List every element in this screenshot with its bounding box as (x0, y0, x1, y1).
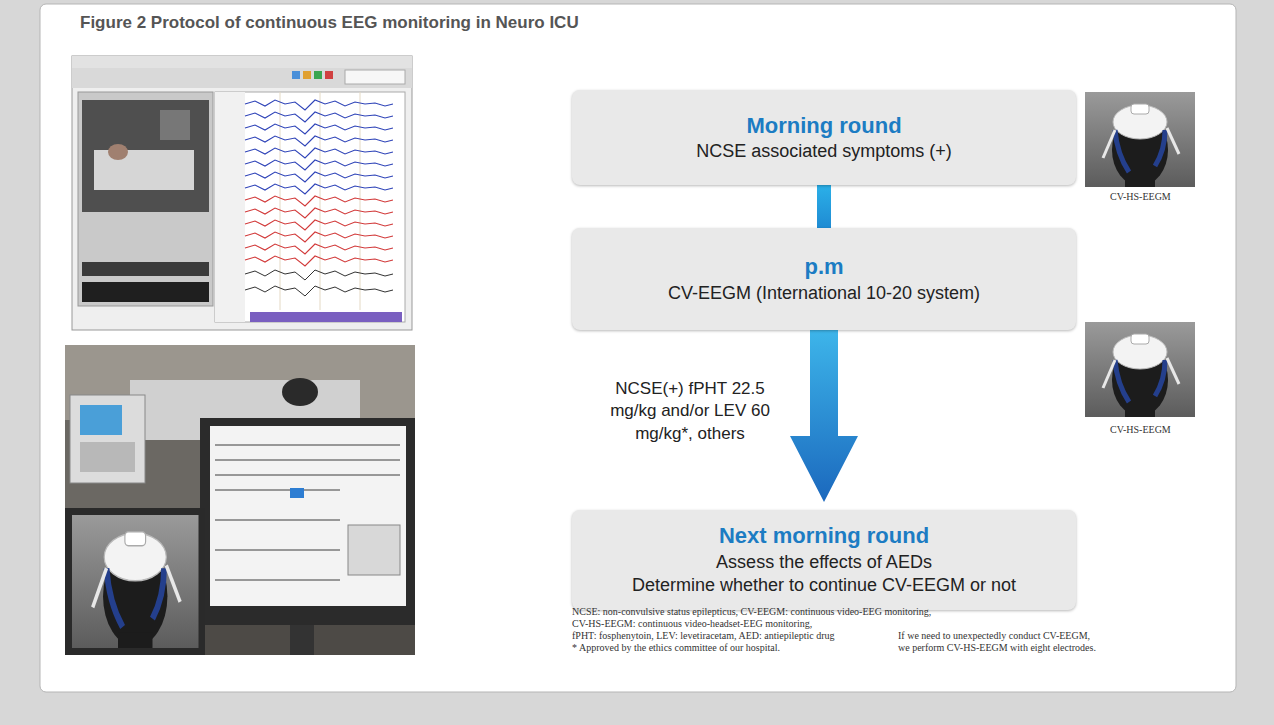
eeg-screenshot-part-part (245, 124, 393, 134)
eeg-screenshot-part-part (245, 286, 393, 296)
icu-photo-part-part (215, 550, 340, 551)
eeg-screenshot-part (345, 70, 405, 84)
eeg-screenshot-part-part (245, 232, 393, 242)
box-heading: Next morning round (719, 522, 929, 551)
headset-photo (1085, 92, 1195, 187)
eeg-screenshot-part (303, 71, 311, 79)
icu-photo-part-part (215, 460, 400, 461)
eeg-screenshot-part (245, 270, 393, 296)
box-content: Next morning roundAssess the effects of … (572, 510, 1076, 610)
panel (40, 4, 1236, 692)
eeg-screenshot-part-part (245, 136, 393, 146)
eeg-screenshot-part (215, 92, 245, 322)
eeg-screenshot-part-part (280, 92, 281, 310)
box-content: Morning roundNCSE associated symptoms (+… (572, 90, 1076, 185)
box-text: CV-EEGM (International 10-20 system) (668, 282, 980, 305)
box-heading: p.m (804, 253, 843, 282)
eeg-screenshot-part-part (245, 112, 393, 122)
figure-title: Figure 2 Protocol of continuous EEG moni… (80, 13, 579, 33)
eeg-screenshot-part (82, 282, 209, 302)
edge-label: NCSE(+) fPHT 22.5 mg/kg and/or LEV 60 mg… (600, 378, 780, 445)
image-caption: CV-HS-EEGM (1110, 191, 1171, 202)
icu-photo-part-part (215, 475, 400, 476)
box-text: Determine whether to continue CV-EEGM or… (632, 574, 1016, 597)
process-box: p.mCV-EEGM (International 10-20 system) (572, 228, 1076, 330)
footnote: CV-HS-EEGM: continuous video-headset-EEG… (572, 618, 812, 629)
eeg-screenshot-part-part (245, 196, 393, 206)
eeg-screenshot-part (72, 56, 412, 330)
eeg-screenshot-part-part (245, 172, 393, 182)
icu-photo-part (200, 418, 415, 625)
icu-photo-part (80, 442, 135, 472)
eeg-screenshot-part (82, 100, 209, 212)
process-box: Next morning roundAssess the effects of … (572, 510, 1076, 610)
icu-photo-part (65, 345, 415, 655)
eeg-screenshot-part-part (320, 92, 321, 310)
eeg-screenshot (72, 56, 412, 330)
box-text: NCSE associated symptoms (+) (696, 140, 952, 163)
eeg-screenshot-part (250, 312, 402, 322)
icu-photo (65, 345, 415, 655)
eeg-screenshot-part-part (360, 92, 361, 310)
icu-photo-part (65, 508, 205, 655)
eeg-screenshot-part (82, 262, 209, 276)
footnote: fPHT: fosphenytoin, LEV: levetiracetam, … (572, 630, 835, 641)
eeg-screenshot-part-part (245, 208, 393, 218)
flow-arrow (790, 330, 858, 502)
box-heading: Morning round (746, 112, 901, 141)
eeg-screenshot-part-part (245, 160, 393, 170)
eeg-screenshot-part (215, 92, 405, 322)
eeg-screenshot-part-part (245, 220, 393, 230)
connector-bar (817, 185, 831, 228)
icu-photo-part-part (215, 520, 340, 521)
eeg-screenshot-part (72, 56, 412, 68)
icu-photo-part-part (215, 490, 340, 491)
icu-photo-part (282, 378, 318, 406)
footnote: If we need to unexpectedly conduct CV-EE… (898, 630, 1090, 641)
icu-photo-part (290, 488, 304, 498)
eeg-screenshot-part (94, 150, 194, 190)
process-box: Morning roundNCSE associated symptoms (+… (572, 90, 1076, 185)
eeg-screenshot-part (78, 92, 213, 306)
headset-photo (1085, 322, 1195, 417)
icu-photo-part (215, 445, 400, 580)
footnote: * Approved by the ethics committee of ou… (572, 642, 780, 653)
eeg-screenshot-part-part (245, 244, 393, 254)
eeg-screenshot-part (160, 110, 190, 140)
eeg-screenshot-part (245, 196, 393, 266)
icu-photo-part (210, 426, 406, 606)
eeg-screenshot-part (314, 71, 322, 79)
icu-photo-part-part (215, 580, 340, 581)
footnote: NCSE: non-convulsive status epilepticus,… (572, 606, 931, 617)
icu-photo-part (80, 405, 122, 435)
box-text: Assess the effects of AEDs (716, 551, 932, 574)
icu-photo-part (348, 525, 400, 575)
eeg-screenshot-part-part (245, 184, 393, 194)
eeg-screenshot-part (72, 68, 412, 88)
footnote: we perform CV-HS-EEGM with eight electro… (898, 642, 1096, 653)
eeg-screenshot-part-part (245, 256, 393, 266)
image-caption: CV-HS-EEGM (1110, 424, 1171, 435)
eeg-screenshot-part-part (245, 100, 393, 110)
eeg-screenshot-part (108, 144, 128, 160)
eeg-screenshot-part (245, 100, 393, 194)
eeg-screenshot-part (325, 71, 333, 79)
icu-photo-part (72, 515, 199, 648)
eeg-screenshot-part (292, 71, 300, 79)
icu-photo-part (290, 625, 314, 655)
icu-photo-part-part (215, 445, 400, 446)
icu-photo-part (70, 395, 145, 483)
eeg-screenshot-part-part (245, 148, 393, 158)
eeg-screenshot-part-part (245, 270, 393, 280)
box-content: p.mCV-EEGM (International 10-20 system) (572, 228, 1076, 330)
